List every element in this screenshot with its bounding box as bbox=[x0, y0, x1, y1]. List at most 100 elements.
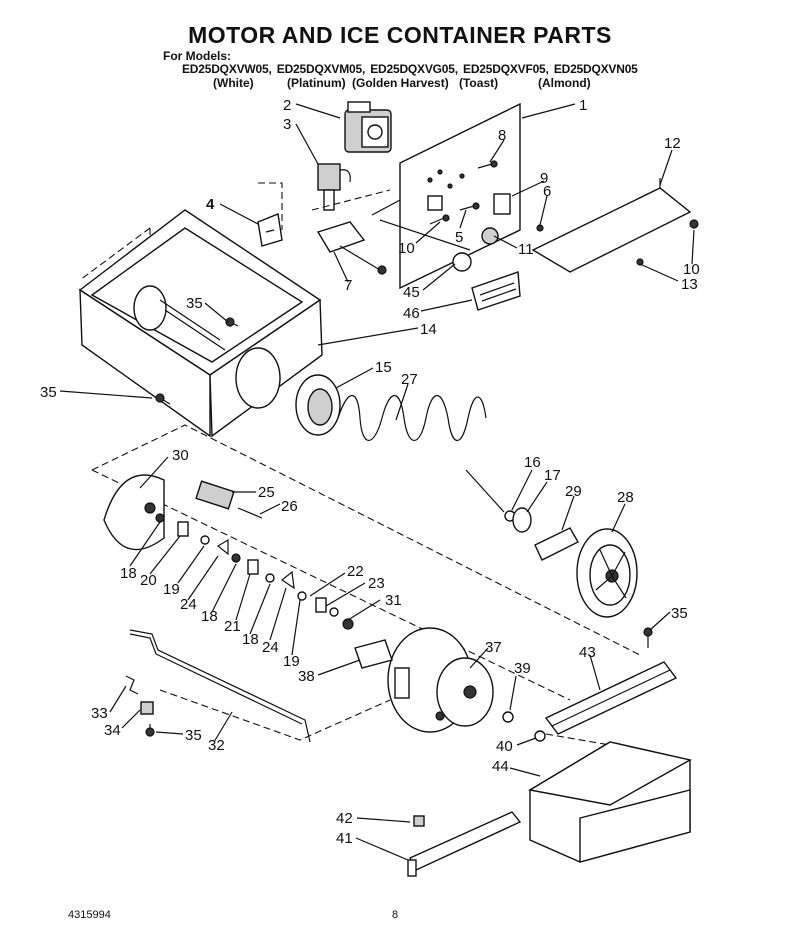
solenoid-part bbox=[317, 163, 351, 211]
callout-label: 15 bbox=[375, 359, 392, 376]
callout-label: 32 bbox=[208, 737, 225, 754]
callout-label: 7 bbox=[344, 277, 352, 294]
motor-bracket bbox=[354, 639, 393, 669]
callout-label: 34 bbox=[104, 722, 121, 739]
clip-part bbox=[140, 701, 154, 715]
ice-housing bbox=[528, 733, 692, 863]
finish-label: (Platinum) bbox=[287, 76, 346, 90]
callout-label: 18 bbox=[120, 565, 137, 582]
callout-label: 35 bbox=[186, 295, 203, 312]
finish-label: (Golden Harvest) bbox=[352, 76, 449, 90]
callout-label: 38 bbox=[298, 668, 315, 685]
callout-label: 44 bbox=[492, 758, 509, 775]
callout-label: 14 bbox=[420, 321, 437, 338]
callout-label: 24 bbox=[262, 639, 279, 656]
washer-part bbox=[534, 730, 546, 742]
callout-label: 18 bbox=[201, 608, 218, 625]
callout-label: 40 bbox=[496, 738, 513, 755]
drive-motor bbox=[387, 627, 494, 733]
callout-label: 18 bbox=[242, 631, 259, 648]
callout-label: 46 bbox=[403, 305, 420, 322]
callout-label: 42 bbox=[336, 810, 353, 827]
callout-label: 20 bbox=[140, 572, 157, 589]
callout-label: 3 bbox=[283, 116, 291, 133]
callout-label: 11 bbox=[518, 241, 534, 258]
finish-label: (Almond) bbox=[538, 76, 591, 90]
for-models-label: For Models: bbox=[163, 49, 231, 63]
callout-label: 24 bbox=[180, 596, 197, 613]
callout-label: 26 bbox=[281, 498, 298, 515]
finish-label: (Toast) bbox=[459, 76, 499, 90]
model-number: ED25DQXVN05 bbox=[553, 62, 638, 76]
bearing-part bbox=[295, 374, 341, 436]
callout-label: 33 bbox=[91, 705, 108, 722]
callout-label: 45 bbox=[403, 284, 420, 301]
callout-label: 10 bbox=[398, 240, 415, 257]
blade-assembly bbox=[195, 480, 263, 519]
auger-spring bbox=[337, 395, 505, 513]
trim-strip bbox=[407, 811, 522, 877]
callout-label: 2 bbox=[283, 97, 291, 114]
callout-label: 13 bbox=[681, 276, 698, 293]
callout-label: 5 bbox=[455, 229, 463, 246]
model-list: ED25DQXVW05, ED25DQXVM05, ED25DQXVG05, E… bbox=[182, 62, 640, 76]
callout-label: 21 bbox=[224, 618, 241, 635]
screw-part bbox=[145, 317, 653, 737]
callout-label: 43 bbox=[579, 644, 596, 661]
crusher-blade bbox=[534, 527, 579, 561]
callout-label: 1 bbox=[579, 97, 587, 114]
ice-container bbox=[78, 209, 323, 438]
callout-label: 37 bbox=[485, 639, 502, 656]
callout-label: 23 bbox=[368, 575, 385, 592]
callout-label: 6 bbox=[543, 183, 551, 200]
bushing-part bbox=[512, 507, 532, 533]
crusher-plate bbox=[103, 474, 165, 551]
callout-label: 8 bbox=[498, 127, 506, 144]
model-number: ED25DQXVW05, bbox=[182, 62, 272, 76]
light-socket bbox=[452, 193, 511, 272]
page-title: MOTOR AND ICE CONTAINER PARTS bbox=[188, 22, 612, 48]
motor-part bbox=[344, 101, 392, 153]
callout-label: 22 bbox=[347, 563, 364, 580]
callout-label: 41 bbox=[336, 830, 353, 847]
callout-label: 31 bbox=[385, 592, 402, 609]
callout-label: 29 bbox=[565, 483, 582, 500]
callout-labels: 1 2 3 4 8 9 6 5 10 11 12 10 13 7 45 46 3… bbox=[40, 97, 700, 847]
linkage-rod bbox=[129, 629, 311, 743]
auger-wheel bbox=[576, 528, 638, 618]
door-cover bbox=[544, 661, 678, 735]
callout-label: 10 bbox=[683, 261, 700, 278]
finish-label: (White) bbox=[213, 76, 254, 90]
callout-label: 12 bbox=[664, 135, 681, 152]
spring-clip bbox=[125, 675, 139, 695]
switch-part bbox=[257, 213, 283, 247]
callout-label: 4 bbox=[206, 196, 215, 213]
leader-lines bbox=[59, 103, 695, 861]
light-shield bbox=[471, 271, 521, 311]
callout-label: 30 bbox=[172, 447, 189, 464]
callout-label: 16 bbox=[524, 454, 541, 471]
model-number: ED25DQXVF05, bbox=[463, 62, 549, 76]
callout-label: 35 bbox=[185, 727, 202, 744]
cover-plate bbox=[531, 178, 699, 273]
callout-label: 25 bbox=[258, 484, 275, 501]
callout-label: 17 bbox=[544, 467, 561, 484]
callout-label: 27 bbox=[401, 371, 418, 388]
callout-label: 35 bbox=[671, 605, 688, 622]
page-number: 8 bbox=[392, 909, 399, 921]
model-number: ED25DQXVG05, bbox=[370, 62, 458, 76]
wire-harness bbox=[316, 221, 387, 275]
callout-label: 39 bbox=[514, 660, 531, 677]
callout-label: 28 bbox=[617, 489, 634, 506]
callout-label: 35 bbox=[40, 384, 57, 401]
model-number: ED25DQXVM05, bbox=[276, 62, 366, 76]
document-number: 4315994 bbox=[68, 909, 111, 921]
hardware-stack bbox=[155, 513, 354, 630]
finish-list: (White) (Platinum) (Golden Harvest) (Toa… bbox=[0, 76, 800, 92]
callout-label: 9 bbox=[540, 170, 548, 187]
washer-part bbox=[502, 711, 514, 723]
screw-part bbox=[429, 160, 498, 225]
callout-label: 19 bbox=[283, 653, 300, 670]
callout-label: 19 bbox=[163, 581, 180, 598]
